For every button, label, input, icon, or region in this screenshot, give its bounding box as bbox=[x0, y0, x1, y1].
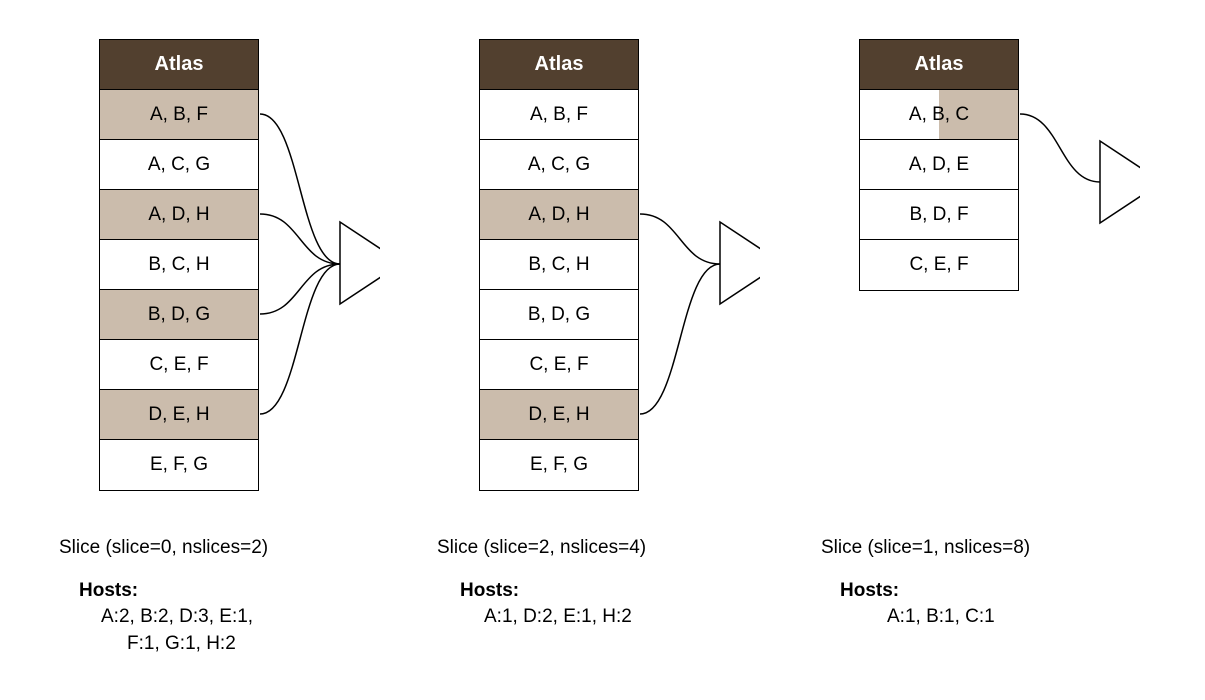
connector-line bbox=[639, 213, 721, 265]
atlas-row: D, E, H bbox=[100, 390, 258, 440]
atlas-row: A, D, H bbox=[480, 190, 638, 240]
atlas-row: C, E, F bbox=[860, 240, 1018, 290]
atlas-row: A, B, F bbox=[480, 90, 638, 140]
atlas-row: C, E, F bbox=[100, 340, 258, 390]
atlas-row: A, C, G bbox=[100, 140, 258, 190]
slice-label: Slice (slice=2, nslices=4) bbox=[437, 537, 647, 558]
slice-panel-1: Atlas A, B, F A, C, G A, D, H B, C, H B,… bbox=[0, 0, 380, 700]
atlas-row: E, F, G bbox=[100, 440, 258, 490]
atlas-row: B, D, G bbox=[100, 290, 258, 340]
atlas-row: A, C, G bbox=[480, 140, 638, 190]
hosts-title: Hosts: bbox=[79, 580, 139, 601]
atlas-row: C, E, F bbox=[480, 340, 638, 390]
hosts-title: Hosts: bbox=[840, 580, 900, 601]
atlas-row: B, C, H bbox=[100, 240, 258, 290]
hosts-line: A:1, D:2, E:1, H:2 bbox=[484, 606, 632, 627]
hosts-line: A:2, B:2, D:3, E:1, bbox=[101, 606, 254, 627]
atlas-header: Atlas bbox=[860, 40, 1018, 90]
connector-line bbox=[259, 213, 341, 265]
hosts-line: F:1, G:1, H:2 bbox=[127, 633, 236, 654]
connector-line bbox=[639, 263, 721, 415]
atlas-table: Atlas A, B, C A, D, E B, D, F C, E, F bbox=[859, 39, 1019, 291]
atlas-header: Atlas bbox=[480, 40, 638, 90]
hosts-line: A:1, B:1, C:1 bbox=[887, 606, 995, 627]
atlas-header: Atlas bbox=[100, 40, 258, 90]
connector-line bbox=[259, 263, 341, 415]
atlas-row: A, D, E bbox=[860, 140, 1018, 190]
atlas-row: E, F, G bbox=[480, 440, 638, 490]
slice-panel-3: Atlas A, B, C A, D, E B, D, F C, E, F Sl… bbox=[760, 0, 1140, 700]
atlas-row: A, B, C bbox=[860, 90, 1018, 140]
atlas-row: D, E, H bbox=[480, 390, 638, 440]
slice-output-triangle-icon bbox=[719, 220, 760, 306]
atlas-row: B, C, H bbox=[480, 240, 638, 290]
atlas-row: B, D, G bbox=[480, 290, 638, 340]
atlas-table: Atlas A, B, F A, C, G A, D, H B, C, H B,… bbox=[479, 39, 639, 491]
slice-panel-2: Atlas A, B, F A, C, G A, D, H B, C, H B,… bbox=[380, 0, 760, 700]
slice-output-triangle-icon bbox=[339, 220, 380, 306]
connector-line bbox=[1019, 113, 1101, 183]
slice-output-triangle-icon bbox=[1099, 139, 1140, 225]
atlas-table: Atlas A, B, F A, C, G A, D, H B, C, H B,… bbox=[99, 39, 259, 491]
atlas-row: B, D, F bbox=[860, 190, 1018, 240]
hosts-title: Hosts: bbox=[460, 580, 520, 601]
connector-line bbox=[259, 263, 341, 315]
atlas-row: A, D, H bbox=[100, 190, 258, 240]
connector-line bbox=[259, 113, 341, 265]
atlas-row: A, B, F bbox=[100, 90, 258, 140]
slice-label: Slice (slice=0, nslices=2) bbox=[59, 537, 269, 558]
slice-label: Slice (slice=1, nslices=8) bbox=[821, 537, 1031, 558]
